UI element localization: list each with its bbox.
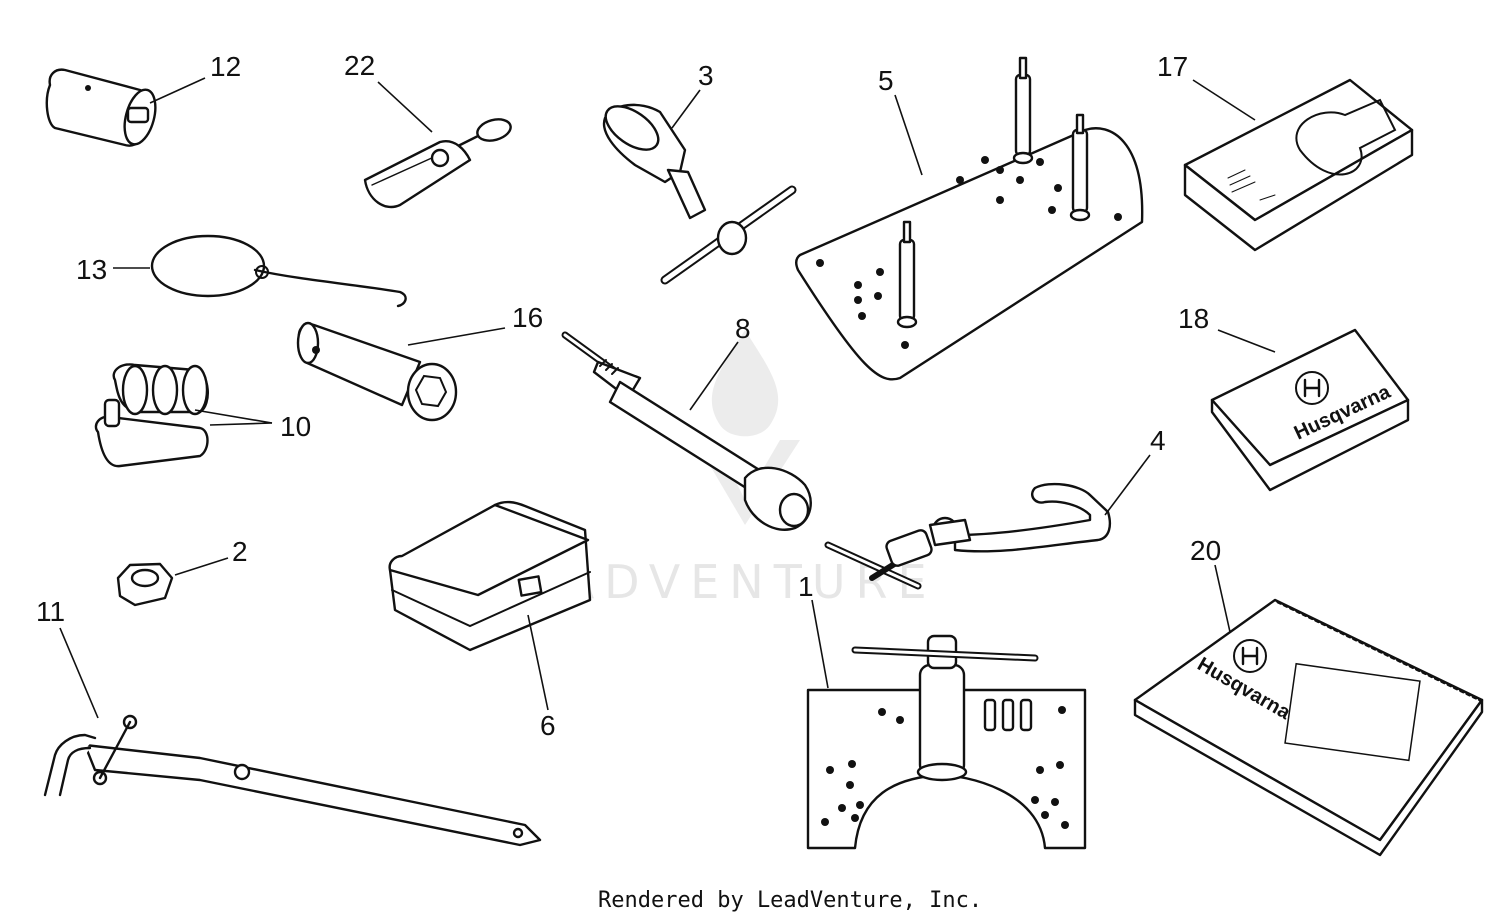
callout-13: 13 xyxy=(76,254,107,285)
part-8-puller-bolt[interactable] xyxy=(561,331,812,531)
part-13-wire-hook[interactable] xyxy=(150,234,407,308)
callout-3: 3 xyxy=(698,60,714,91)
callout-4: 4 xyxy=(1150,425,1166,456)
callout-2: 2 xyxy=(232,536,248,567)
callout-16: 16 xyxy=(512,302,543,333)
watermark-flame-icon xyxy=(711,330,779,437)
part-18-booklet[interactable]: Husqvarna xyxy=(1210,328,1410,492)
callout-1: 1 xyxy=(798,571,814,602)
part-12-socket-tool[interactable] xyxy=(45,68,161,148)
footer-credit: Rendered by LeadVenture, Inc. xyxy=(598,888,982,913)
callout-8: 8 xyxy=(735,313,751,344)
callout-22: 22 xyxy=(344,50,375,81)
part-11-holding-wrench[interactable] xyxy=(43,714,542,847)
callout-12: 12 xyxy=(210,51,241,82)
part-3-t-handle-puller[interactable] xyxy=(598,98,797,285)
part-10-clamp-halves[interactable] xyxy=(94,363,209,468)
callout-6: 6 xyxy=(540,710,556,741)
part-2-nut[interactable] xyxy=(116,562,174,607)
callout-17: 17 xyxy=(1157,51,1188,82)
callout-10: 10 xyxy=(280,411,311,442)
callout-20: 20 xyxy=(1190,535,1221,566)
part-4-compressor-tool[interactable] xyxy=(824,482,1112,590)
part-16-box-wrench[interactable] xyxy=(296,321,458,422)
part-1-press-plate[interactable] xyxy=(806,634,1087,850)
callout-11: 11 xyxy=(36,596,65,627)
part-6-tool-case[interactable] xyxy=(388,500,592,652)
part-22-key-fob[interactable] xyxy=(363,116,513,209)
part-17-owner-manual[interactable] xyxy=(1183,78,1414,252)
part-20-workshop-manual[interactable]: Husqvarna xyxy=(1133,598,1484,857)
callout-18: 18 xyxy=(1178,303,1209,334)
part-5-locating-plate[interactable] xyxy=(795,56,1144,381)
callout-5: 5 xyxy=(878,65,894,96)
